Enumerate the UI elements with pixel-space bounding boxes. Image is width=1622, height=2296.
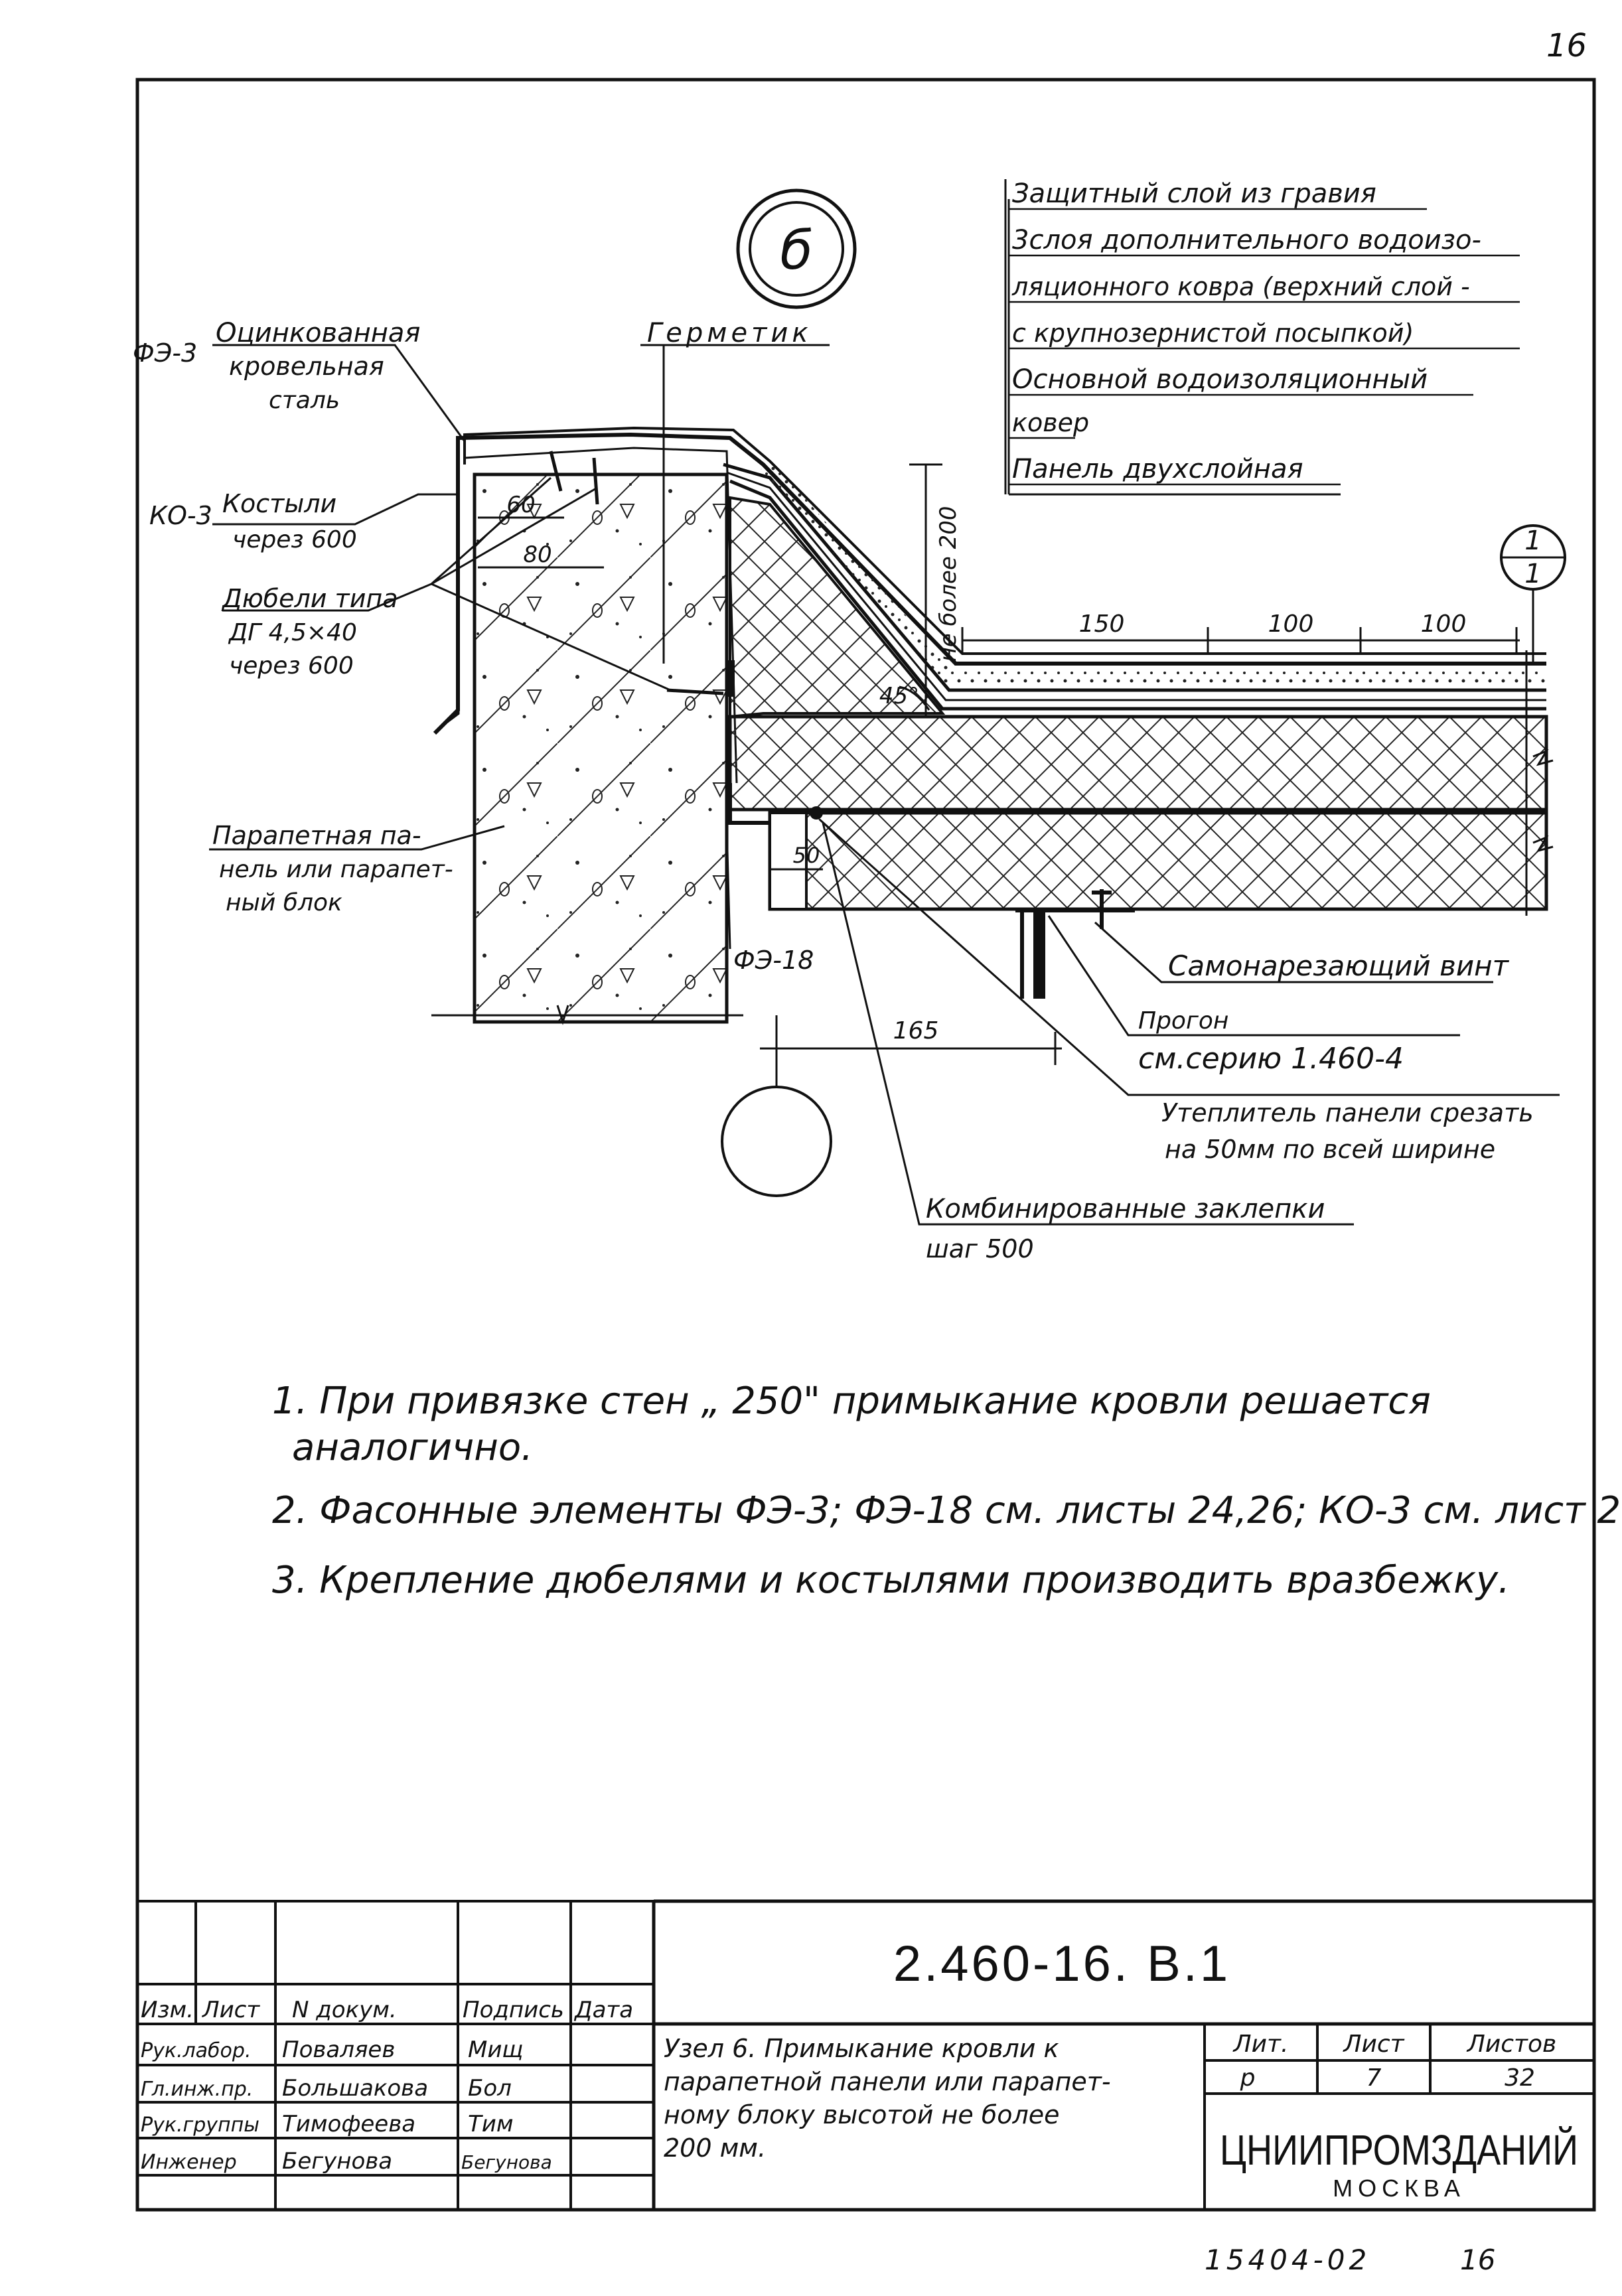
sealant <box>727 660 735 697</box>
signature-1: Мищ <box>468 2037 523 2063</box>
note-1-cont: аналогично. <box>292 1426 533 1469</box>
dowel-line3: через 600 <box>229 652 354 680</box>
desc-2: парапетной панели или парапет- <box>664 2067 1111 2096</box>
rivets-line2: шаг 500 <box>926 1234 1034 1263</box>
dim-height-note: не более 200 <box>935 506 962 662</box>
layer-1: Защитный слой из гравия <box>1012 179 1376 209</box>
inventory-page: 16 <box>1460 2244 1495 2276</box>
svg-text:Листов: Листов <box>1466 2031 1556 2058</box>
svg-text:1: 1 <box>1524 526 1541 556</box>
dim-80: 80 <box>523 541 552 568</box>
leader-lines <box>209 199 1560 1226</box>
panel-upper-layer <box>728 715 1548 812</box>
role-2: Гл.инж.пр. <box>141 2078 253 2101</box>
layer-list-underlines <box>1009 208 1520 486</box>
insul-line2: на 50мм по всей ширине <box>1165 1135 1495 1164</box>
name-4: Бегунова <box>282 2148 392 2175</box>
layer-7: Панель двухслойная <box>1012 454 1303 484</box>
org-city: МОСКВА <box>1333 2175 1465 2202</box>
dim-150: 150 <box>1079 610 1125 638</box>
lit-value: р <box>1240 2064 1256 2092</box>
svg-text:Подпись: Подпись <box>463 1997 564 2023</box>
fe3-code: ФЭ-3 <box>133 338 197 368</box>
role-3: Рук.группы <box>141 2114 259 2137</box>
name-2: Большакова <box>282 2075 428 2102</box>
rivet <box>810 806 823 820</box>
signature-2: Бол <box>468 2075 512 2102</box>
signature-4: Бегунова <box>461 2151 552 2173</box>
dowel-line1: Дюбели типа <box>221 584 398 613</box>
sheet-frame <box>135 78 1596 2212</box>
ko3-line2: через 600 <box>232 526 357 553</box>
fe3-line2: кровельная <box>229 352 384 381</box>
dim-165: 165 <box>893 1017 939 1044</box>
name-1: Поваляев <box>282 2037 395 2063</box>
screw-label: Самонарезающий винт <box>1168 950 1510 982</box>
dowel <box>549 451 724 695</box>
svg-text:N докум.: N докум. <box>292 1997 397 2023</box>
fe18-label: ФЭ-18 <box>733 946 814 975</box>
layer-3: ляционного ковра (верхний слой - <box>1011 272 1470 301</box>
node-marker: б <box>736 188 857 309</box>
layer-2: 3слоя дополнительного водоизо- <box>1012 225 1481 255</box>
dim-50: 50 <box>793 843 820 868</box>
signature-3: Тим <box>468 2111 514 2137</box>
fe3-line1: Оцинкованная <box>216 318 420 348</box>
sheets-value: 32 <box>1505 2064 1535 2092</box>
svg-text:Изм.: Изм. <box>141 1997 194 2023</box>
ko3-bracket <box>443 478 460 725</box>
detail-node: б <box>133 179 1566 1263</box>
desc-1: Узел 6. Примыкание кровли к <box>664 2034 1059 2063</box>
sheet-corner-number: 16 <box>1546 27 1587 64</box>
parapet-line1: Парапетная па- <box>212 821 421 850</box>
rivets-line1: Комбинированные заклепки <box>926 1194 1325 1224</box>
self-tapping-screw <box>1092 889 1112 929</box>
parapet-line2: нель или парапет- <box>219 856 453 883</box>
purlin-line1: Прогон <box>1138 1007 1228 1035</box>
parapet-line3: ный блок <box>226 889 342 916</box>
section-mark: 1 1 <box>1500 524 1566 664</box>
parapet-panel <box>473 472 729 1024</box>
desc-3: ному блоку высотой не более <box>664 2100 1060 2129</box>
node-marker-label: б <box>780 220 812 281</box>
ko3-line1: Костыли <box>222 489 336 518</box>
layer-4: с крупнозернистой посыпкой) <box>1012 319 1414 348</box>
svg-text:Лист: Лист <box>1342 2031 1404 2058</box>
fe18-element <box>728 783 770 825</box>
note-2: 2. Фасонные элементы ФЭ-3; ФЭ-18 см. лис… <box>272 1489 1622 1532</box>
inventory-number: 15404-02 <box>1205 2244 1370 2276</box>
title-block: 2.460-16. В.1 Изм. Лист N докум. Подпись… <box>137 1899 1594 2210</box>
note-1: 1. При привязке стен „ 250" примыкание к… <box>272 1380 1431 1423</box>
fe3-line3: сталь <box>269 387 340 414</box>
svg-text:1: 1 <box>1524 559 1541 589</box>
dimension-lines: 150 100 100 не более 200 60 80 45° 50 16… <box>478 463 1520 1065</box>
name-3: Тимофеева <box>282 2111 415 2137</box>
layer-5: Основной водоизоляционный <box>1012 364 1428 395</box>
panel-lower-layer <box>768 811 1548 911</box>
insul-line1: Утеплитель панели срезать <box>1161 1098 1534 1127</box>
svg-text:Лист: Лист <box>201 1997 260 2023</box>
ko3-code: КО-3 <box>149 501 212 530</box>
dim-100-b: 100 <box>1421 610 1467 638</box>
role-1: Рук.лабор. <box>141 2039 252 2062</box>
roof-membrane <box>723 463 1546 692</box>
org-name: ЦНИИПРОМЗДАНИЙ <box>1220 2125 1578 2174</box>
sheet-value: 7 <box>1366 2064 1382 2092</box>
dowel-line2: ДГ 4,5×40 <box>228 619 357 646</box>
dim-100-a: 100 <box>1268 610 1314 638</box>
sealant-label: Герметик <box>647 318 812 348</box>
desc-4: 200 мм. <box>664 2133 766 2163</box>
layer-6: ковер <box>1012 408 1089 437</box>
svg-text:Дата: Дата <box>573 1997 633 2023</box>
svg-text:Лит.: Лит. <box>1232 2031 1289 2058</box>
note-3: 3. Крепление дюбелями и костылями произв… <box>272 1559 1510 1602</box>
notes: 1. При привязке стен „ 250" примыкание к… <box>272 1380 1622 1602</box>
purlin-line2: см.серию 1.460-4 <box>1138 1042 1404 1076</box>
role-4: Инженер <box>141 2151 237 2174</box>
doc-code: 2.460-16. В.1 <box>893 1936 1230 1992</box>
